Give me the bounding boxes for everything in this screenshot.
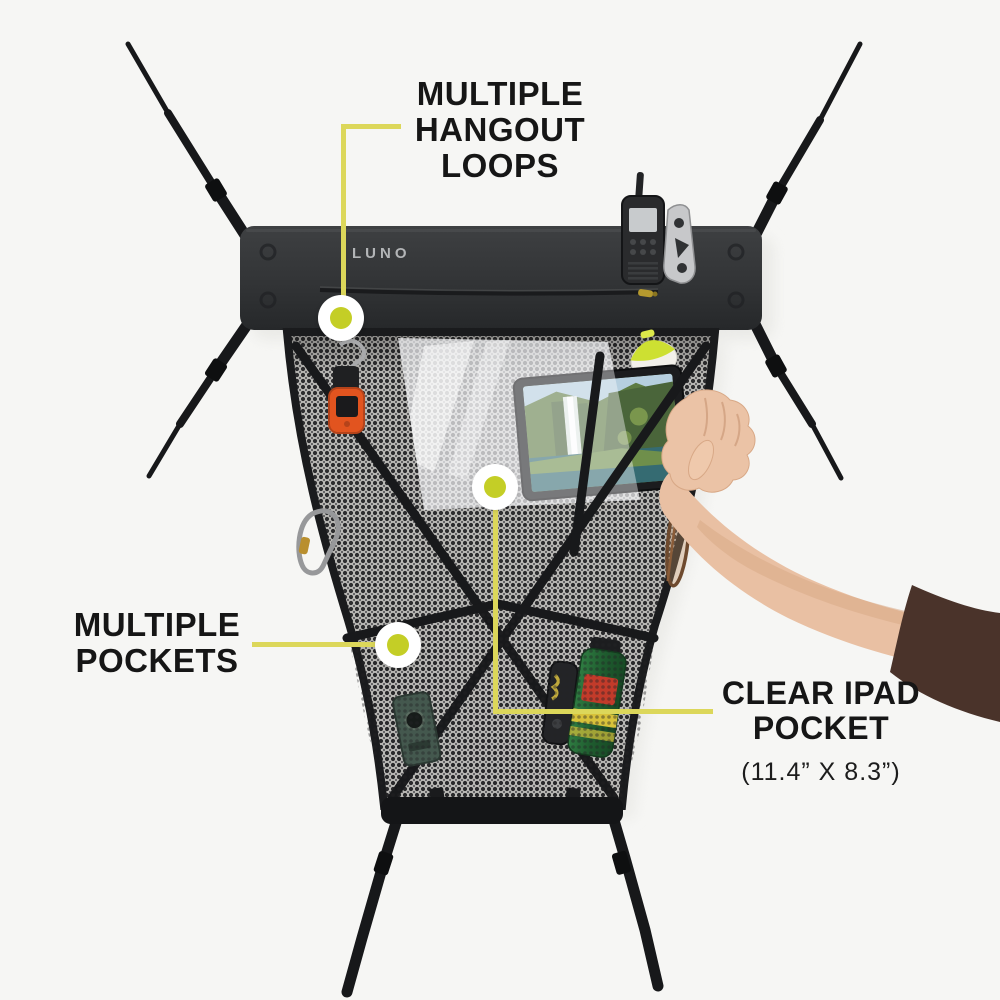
label-text: MULTIPLE HANGOUT LOOPS	[414, 75, 586, 184]
callout-label-ipad-pocket: CLEAR IPAD POCKET (11.4” X 8.3”)	[701, 676, 941, 787]
label-text: MULTIPLE POCKETS	[73, 606, 241, 679]
clear-pocket-sheen	[398, 338, 640, 510]
callout-marker-ipad-pocket	[472, 464, 518, 510]
strap-adjuster	[373, 851, 394, 876]
callout-line-pockets	[252, 642, 400, 647]
carabiner	[296, 508, 341, 576]
brand-logo: LUNO	[352, 245, 411, 262]
walkie-talkie	[621, 172, 665, 285]
mini-carabiner	[338, 338, 366, 374]
shelf-zipper	[319, 288, 659, 296]
tablet	[512, 364, 692, 502]
strap-top-left	[125, 41, 258, 252]
marker-dot	[387, 634, 409, 656]
strap-bottom-left	[341, 804, 406, 998]
sleeve	[890, 585, 1000, 722]
buckle-top-right	[766, 181, 788, 205]
callout-line-hangout-vertical	[341, 124, 346, 320]
callout-label-pockets: MULTIPLE POCKETS	[37, 607, 277, 679]
corner-loop	[259, 243, 277, 261]
marker-dot	[330, 307, 352, 329]
strap-adjuster	[611, 850, 632, 875]
label-text: CLEAR IPAD POCKET	[721, 675, 921, 746]
pocket-knife	[663, 204, 696, 284]
callout-line-ipad-horizontal	[493, 709, 713, 714]
finger-lines	[703, 397, 741, 447]
bottom-hem	[381, 787, 623, 824]
zipper-pull	[638, 289, 658, 298]
thumb	[687, 439, 715, 481]
corner-loop	[727, 243, 745, 261]
gps-beacon	[328, 338, 366, 434]
corner-loop	[727, 291, 745, 309]
buckle-mid-right	[765, 354, 787, 378]
callout-marker-hangout-loops	[318, 295, 364, 341]
label-dimensions: (11.4” X 8.3”)	[741, 758, 901, 786]
callout-line-ipad-vertical	[493, 489, 498, 714]
hand-and-arm	[659, 389, 1000, 722]
pocket-divider-webbing	[569, 351, 605, 557]
marker-dot	[484, 476, 506, 498]
strap-bottom-right	[605, 804, 664, 992]
strap-mid-left	[146, 316, 255, 479]
corner-loop	[259, 291, 277, 309]
buckle-top-left	[205, 178, 227, 202]
callout-marker-pockets	[375, 622, 421, 668]
callout-label-hangout-loops: MULTIPLE HANGOUT LOOPS	[360, 76, 640, 184]
strap-top-right	[745, 41, 863, 250]
strap-mid-right	[747, 314, 844, 481]
buckle-mid-left	[204, 358, 228, 382]
callout-line-hangout-horizontal	[341, 124, 401, 129]
